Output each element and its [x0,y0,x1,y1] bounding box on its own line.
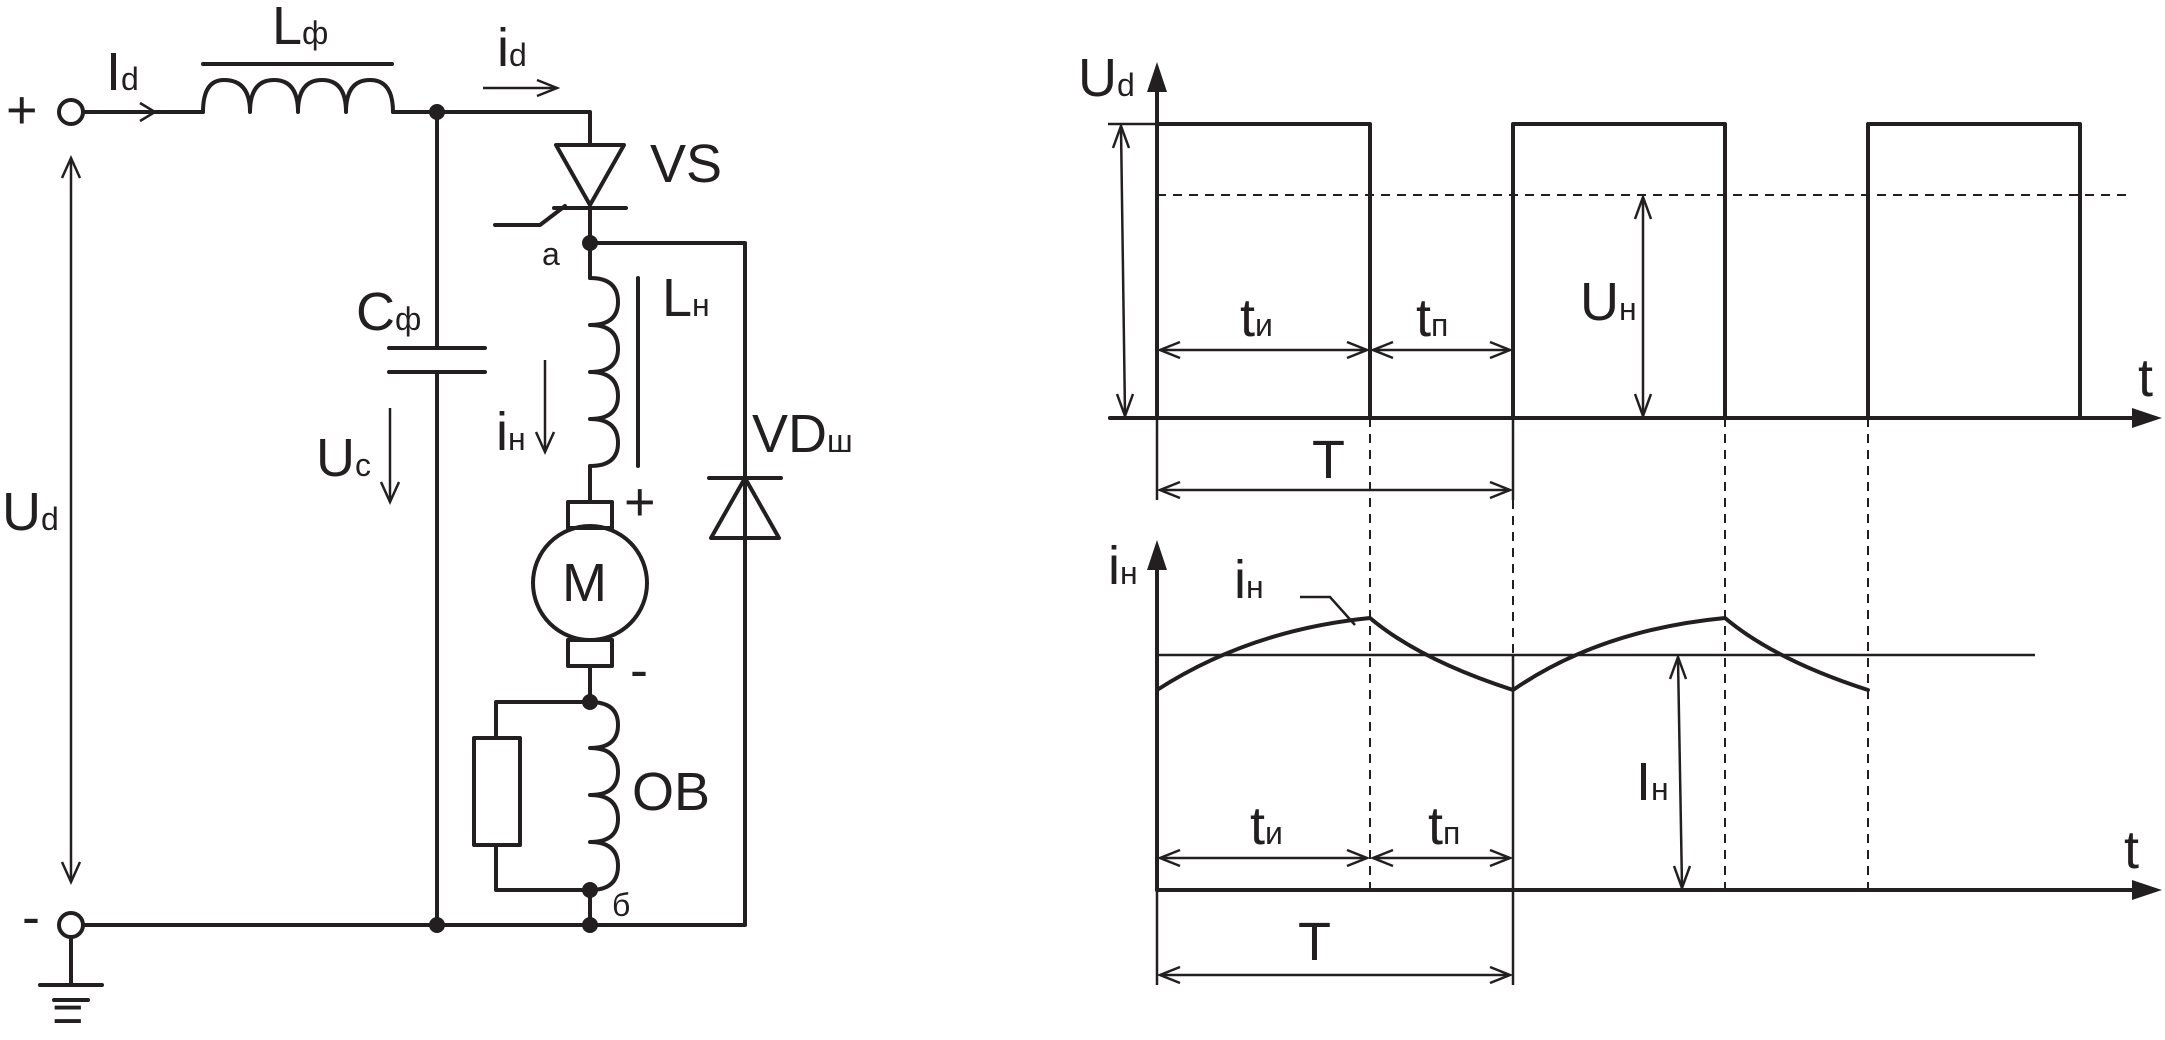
node-a-label: а [542,236,560,272]
thyristor-body [554,143,626,207]
current-pause-time-arrowhead-right [1489,848,1514,868]
avg-current-label: Iн [1636,752,1669,812]
capacitor-voltage-arrowhead [379,481,401,506]
voltage-period-arrowhead-left [1156,480,1181,500]
voltage-pulse-time-arrowhead-right [1346,340,1371,360]
shunt-diode-body [709,476,781,540]
voltage-period-arrowhead-right [1489,480,1514,500]
motor-plus-label: + [624,472,656,532]
thyristor-current-label: id [497,18,527,78]
filter-inductor-coil [201,78,395,114]
voltage-period-label: T [1312,430,1345,490]
voltage-y-axis-arrowhead [1147,62,1167,92]
minus-terminal [57,911,85,939]
thyristor-current-arrowhead [536,78,561,98]
current-period-label: T [1298,912,1331,972]
thyristor-label: VS [650,134,722,194]
current-period-extension [1155,655,1515,985]
thyristor-gate [493,204,567,227]
pulse-amplitude-arrow [1119,127,1127,415]
field-winding-coil [588,700,620,892]
voltage-pause-time-arrowhead-left [1369,340,1394,360]
avg-voltage-label: Uн [1580,272,1637,332]
load-inductor-label: Lн [662,268,710,328]
load-inductor-coil [588,276,620,468]
current-pulse-time-arrowhead-left [1156,848,1181,868]
current-x-axis-label: t [2124,820,2139,880]
field-winding-label: ОВ [632,762,710,822]
current-pulse-time-arrowhead-right [1346,848,1371,868]
shunt-diode-label: VDш [752,404,853,464]
avg-current-arrowhead-bottom [1672,865,1692,892]
current-plot: iн t iн Iн tи tп T [1108,418,2162,985]
supply-voltage-arrowhead-bottom [60,861,82,886]
load-current-arrowhead [534,431,556,456]
filter-capacitor-plates [387,346,487,374]
filter-capacitor-label: Cф [356,282,421,342]
avg-current-arrowhead-top [1668,653,1688,680]
current-y-axis-label: iн [1108,536,1138,596]
ground-symbol [38,935,104,1002]
current-period-arrowhead-right [1489,965,1514,985]
input-current-arrowhead [139,101,158,123]
junction-bottom-cap [429,917,445,933]
current-curve-label: iн [1234,550,1264,610]
supply-voltage-label: Ud [2,482,59,542]
current-curve-leader [1300,595,1356,626]
field-resistor [472,736,522,847]
voltage-x-axis-label: t [2138,348,2153,408]
voltage-pulse-time-label: tи [1240,288,1273,348]
motor-label: M [562,553,607,613]
motor-brush-bottom [566,638,614,668]
bottom-rail-wire [82,241,747,927]
pulse-amplitude-arrowhead-bottom [1115,393,1135,420]
junction-top [429,104,445,120]
voltage-pulse-time-arrowhead-left [1156,340,1181,360]
avg-voltage-arrowhead-top [1633,193,1653,220]
voltage-pause-time-label: tп [1416,288,1448,348]
junction-b [582,882,598,898]
current-period-arrowhead-left [1156,965,1181,985]
supply-voltage-arrowhead-top [60,154,82,179]
field-resistor-wire [494,700,592,892]
circuit-schematic: + - = Id Ud Lф id VS Cф Uc а Lн iн + M -… [2,0,853,1040]
filter-inductor-label: Lф [272,0,328,56]
input-current-label: Id [106,42,139,102]
minus-terminal-label: - [22,887,40,947]
top-rail-wire [82,110,592,147]
junction-field-top [582,694,598,710]
voltage-y-axis-label: Ud [1078,48,1135,108]
voltage-x-axis-arrowhead [2132,408,2162,428]
plus-terminal-label: + [6,80,38,140]
voltage-period-extension [1155,418,1515,500]
voltage-pause-time-arrowhead-right [1489,340,1514,360]
motor-minus-label: - [630,640,648,700]
junction-a [582,235,598,251]
junction-bottom-load [582,917,598,933]
avg-voltage-arrowhead-bottom [1633,393,1653,420]
current-y-axis-arrowhead [1147,540,1167,570]
capacitor-voltage-label: Uc [316,428,371,488]
current-x-axis-arrowhead [2132,880,2162,900]
current-pause-time-arrowhead-left [1369,848,1394,868]
voltage-plot: Ud t tи tп Uн T [1078,48,2162,500]
node-b-label: б [612,887,630,923]
current-pause-time-label: tп [1428,796,1460,856]
load-current-label: iн [496,402,526,462]
pulse-amplitude-arrowhead-top [1111,122,1131,149]
avg-current-arrow [1676,658,1684,887]
plus-terminal [57,98,85,126]
voltage-pulse-train [1155,122,2082,420]
current-pulse-time-label: tи [1250,796,1283,856]
pulse-amplitude-line [1108,122,1157,420]
ground-label: = [52,984,84,1035]
